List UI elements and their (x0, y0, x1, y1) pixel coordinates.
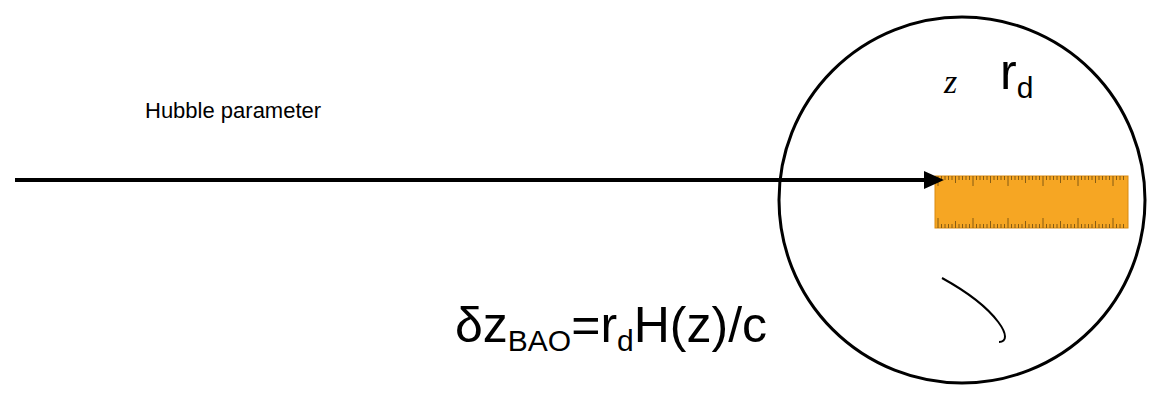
sphere-circle: z rd (777, 15, 1147, 385)
formula: δzBAO=rdH(z)/c (455, 300, 767, 350)
arrow-head (924, 171, 944, 189)
arrow-line (15, 178, 928, 182)
ruler-body (935, 176, 1128, 228)
axis-label: Hubble parameter (145, 100, 321, 122)
ruler-ticks (938, 176, 1124, 228)
leader-line (942, 278, 1005, 342)
redshift-symbol: z (944, 65, 957, 99)
ruler (935, 176, 1128, 228)
circle-outline (777, 15, 1147, 385)
ruler-label: rd (1000, 47, 1033, 97)
